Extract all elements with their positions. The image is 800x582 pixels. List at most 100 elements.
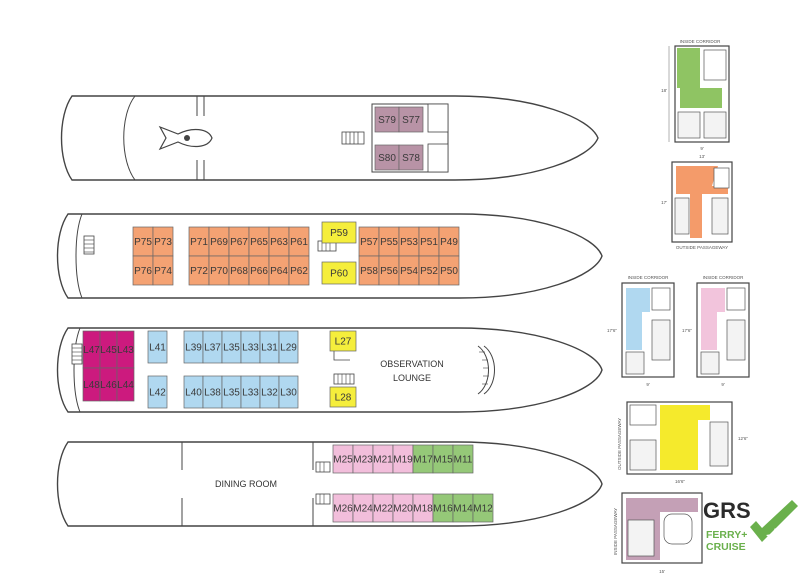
cabin[interactable]: L33 — [240, 375, 261, 409]
cabin[interactable]: M19 — [392, 444, 414, 474]
cabin[interactable]: L41 — [147, 330, 168, 364]
cabin[interactable]: S78 — [398, 144, 424, 171]
cabin[interactable]: L38 — [202, 375, 223, 409]
cabin[interactable]: P62 — [288, 255, 310, 286]
cabin[interactable]: L37 — [202, 330, 223, 364]
cabin[interactable]: S80 — [374, 144, 400, 171]
cabin[interactable]: P69 — [208, 226, 230, 257]
cabin-label: M12 — [473, 504, 493, 515]
logo-cruise-text: CRUISE — [706, 541, 746, 553]
cabin-label: L42 — [149, 388, 166, 399]
cabin[interactable]: P76 — [132, 255, 154, 286]
cabin[interactable]: P65 — [248, 226, 270, 257]
cabin[interactable]: P68 — [228, 255, 250, 286]
cabin[interactable]: P63 — [268, 226, 290, 257]
cabin[interactable]: P66 — [248, 255, 270, 286]
plan-1-top-label: INSIDE CORRIDOR — [680, 39, 722, 44]
cabin[interactable]: P64 — [268, 255, 290, 286]
cabin[interactable]: M18 — [412, 493, 434, 523]
plan-5-bathroom — [629, 404, 657, 426]
cabin[interactable]: L31 — [259, 330, 280, 364]
cabin[interactable]: L35 — [221, 330, 242, 364]
cabin[interactable]: L47 — [82, 330, 101, 369]
cabin[interactable]: P52 — [418, 255, 440, 286]
cabin[interactable]: L39 — [183, 330, 204, 364]
plan-1-side-dim: 18' — [661, 88, 667, 93]
plan-6-side-label: INSIDE PASSAGEWAY — [613, 508, 618, 555]
cabin-label: P50 — [440, 266, 458, 277]
cabin[interactable]: P74 — [152, 255, 174, 286]
plan-6-bottom-dim: 15' — [659, 569, 665, 574]
cabin[interactable]: L29 — [278, 330, 299, 364]
cabin-box — [147, 375, 168, 409]
plan-3-side-dim: 17'6" — [607, 328, 617, 333]
cabin[interactable]: M16 — [432, 493, 454, 523]
plan-2-bed — [711, 197, 729, 235]
deck-1-stairs — [341, 131, 365, 145]
cabin[interactable]: M12 — [472, 493, 494, 523]
plan-1-floor — [677, 48, 722, 108]
cabin[interactable]: L30 — [278, 375, 299, 409]
cabin[interactable]: P70 — [208, 255, 230, 286]
cabin[interactable]: L46 — [99, 367, 118, 402]
cabin[interactable]: S79 — [374, 106, 400, 133]
cabin[interactable]: P50 — [438, 255, 460, 286]
cabin-label: P52 — [420, 266, 438, 277]
cabin-label: L29 — [280, 343, 297, 354]
cabin[interactable]: L28 — [329, 386, 357, 408]
cabin[interactable]: P49 — [438, 226, 460, 257]
cabin-box — [278, 330, 299, 364]
cabin[interactable]: L35 — [221, 375, 242, 409]
deck-3-wall — [333, 348, 350, 361]
cabin[interactable]: L27 — [329, 330, 357, 352]
cabin[interactable]: M23 — [352, 444, 374, 474]
cabin[interactable]: P73 — [152, 226, 174, 257]
cabin[interactable]: L44 — [116, 367, 135, 402]
cabin-label: L33 — [242, 343, 259, 354]
grs-ferry-cruise-logo: GRS FERRY+ CRUISE — [700, 492, 800, 577]
deck-3-stern-line — [73, 327, 81, 413]
cabin[interactable]: P75 — [132, 226, 154, 257]
cabin[interactable]: M15 — [432, 444, 454, 474]
cabin[interactable]: P58 — [358, 255, 380, 286]
cabin[interactable]: L48 — [82, 367, 101, 402]
cabin[interactable]: S77 — [398, 106, 424, 133]
cabin-label: P67 — [230, 237, 248, 248]
cabin-label: S77 — [402, 115, 420, 126]
cabin[interactable]: P57 — [358, 226, 380, 257]
cabin[interactable]: L40 — [183, 375, 204, 409]
cabin[interactable]: P54 — [398, 255, 420, 286]
cabin[interactable]: P71 — [188, 226, 210, 257]
cabin[interactable]: P67 — [228, 226, 250, 257]
cabin[interactable]: L45 — [99, 330, 118, 369]
cabin[interactable]: M14 — [452, 493, 474, 523]
cabin[interactable]: P55 — [378, 226, 400, 257]
cabin[interactable]: M26 — [332, 493, 354, 523]
cabin-label: P60 — [330, 269, 348, 280]
cabin[interactable]: L42 — [147, 375, 168, 409]
cabin[interactable]: P72 — [188, 255, 210, 286]
cabin[interactable]: P60 — [321, 261, 357, 285]
cabin[interactable]: P56 — [378, 255, 400, 286]
cabin[interactable]: M20 — [392, 493, 414, 523]
cabin[interactable]: M25 — [332, 444, 354, 474]
cabin[interactable]: M24 — [352, 493, 374, 523]
cabin[interactable]: M11 — [452, 444, 474, 474]
cabin-label: P68 — [230, 266, 248, 277]
deck-2-cabins: P75P76P73P74P71P72P69P70P67P68P65P66P63P… — [132, 221, 460, 286]
cabin[interactable]: P59 — [321, 221, 357, 244]
cabin[interactable]: P51 — [418, 226, 440, 257]
cabin[interactable]: M17 — [412, 444, 434, 474]
cabin[interactable]: P53 — [398, 226, 420, 257]
cabin[interactable]: M22 — [372, 493, 394, 523]
cabin[interactable]: L32 — [259, 375, 280, 409]
cabin-label: S78 — [402, 153, 420, 164]
cabin[interactable]: L43 — [116, 330, 135, 369]
cabin[interactable]: L33 — [240, 330, 261, 364]
cabin-label: P61 — [290, 237, 308, 248]
cabin[interactable]: M21 — [372, 444, 394, 474]
logo-graphic: GRS FERRY+ CRUISE — [703, 498, 798, 553]
plan-2-top-dim: 13' — [699, 154, 705, 159]
cabin[interactable]: P61 — [288, 226, 310, 257]
cabin-plan-2: 13' 17' OUTSIDE PASSAGEWAY — [661, 154, 733, 250]
